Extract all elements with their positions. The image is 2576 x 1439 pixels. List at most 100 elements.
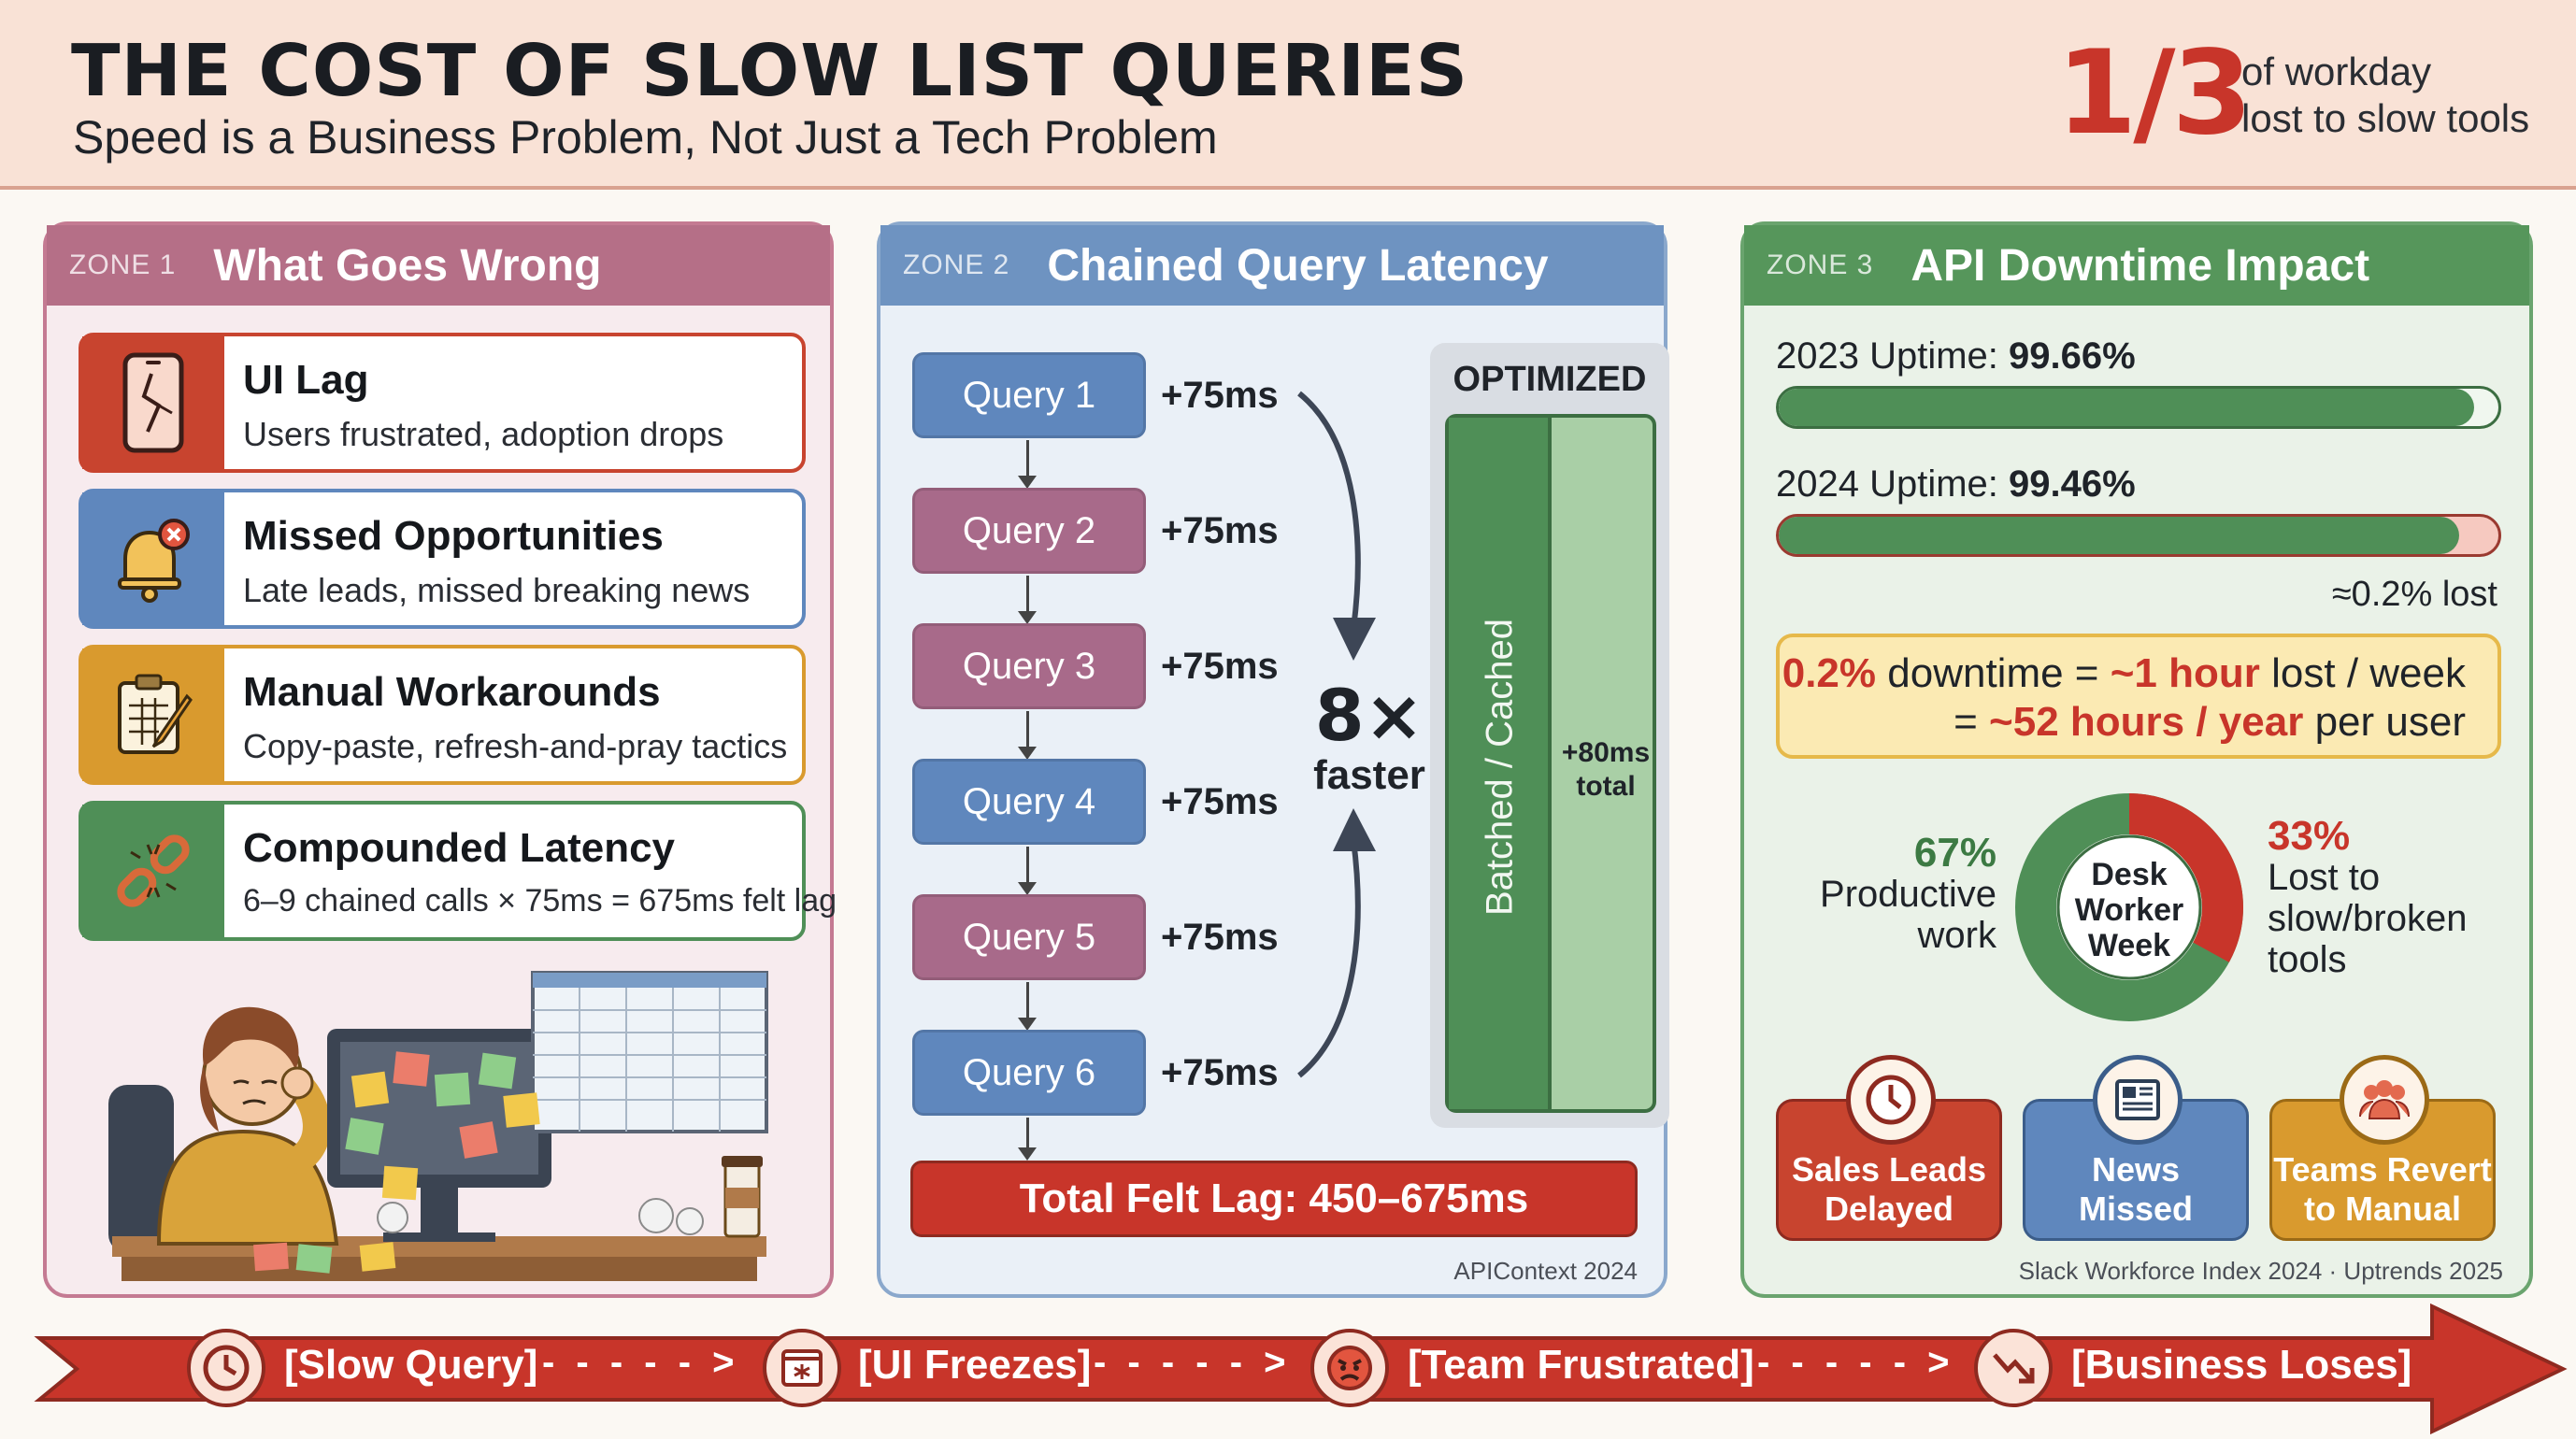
- optimized-total: total: [1576, 771, 1636, 802]
- total-felt-lag-bar: Total Felt Lag: 450–675ms: [910, 1161, 1638, 1237]
- batched-segment: [1449, 418, 1552, 1109]
- zone-tag: ZONE 1: [69, 249, 177, 280]
- trend-down-icon: [1974, 1329, 2053, 1407]
- page-subtitle: Speed is a Business Problem, Not Just a …: [73, 111, 1218, 164]
- page-title: THE COST OF SLOW LIST QUERIES: [71, 30, 1469, 113]
- workday-stat-note: of workday lost to slow tools: [2241, 50, 2530, 140]
- broken-chain-icon: [82, 805, 224, 937]
- downtime-callout: 0.2% downtime = ~1 hour lost / week = ~5…: [1776, 634, 2501, 759]
- card-missed-opportunities: Missed Opportunities Late leads, missed …: [79, 489, 806, 629]
- card-description: Copy-paste, refresh-and-pray tactics: [243, 727, 788, 765]
- query-latency: +75ms: [1161, 917, 1279, 958]
- frozen-window-icon: [763, 1329, 841, 1407]
- query-latency: +75ms: [1161, 646, 1279, 687]
- card-title: Compounded Latency: [243, 825, 676, 871]
- flow-arrow: [1018, 1118, 1037, 1161]
- clipboard-pencil-icon: [82, 648, 224, 781]
- uptime-2023-bar: [1776, 386, 2501, 429]
- flow-arrow: [1018, 440, 1037, 489]
- impact-news-missed: News Missed: [2023, 1055, 2249, 1241]
- card-title: Manual Workarounds: [243, 669, 661, 715]
- flow-arrow: - - - - - >: [1757, 1342, 1955, 1383]
- flow-step-business-loses: [Business Loses]: [2071, 1342, 2412, 1388]
- batched-label: Batched / Cached: [1479, 619, 1521, 916]
- zone-tag: ZONE 2: [903, 249, 1010, 280]
- lost-note: ≈0.2% lost: [2331, 575, 2497, 614]
- uptime-2024-bar: [1776, 514, 2501, 557]
- zone-title: What Goes Wrong: [213, 240, 602, 291]
- query-latency: +75ms: [1161, 375, 1279, 416]
- flow-step-team-frustrated: [Team Frustrated]: [1408, 1342, 1754, 1388]
- flow-arrow: [1018, 847, 1037, 895]
- query-box: Query 4: [912, 759, 1146, 845]
- source-citation: Slack Workforce Index 2024 · Uptrends 20…: [2018, 1257, 2503, 1285]
- query-box: Query 6: [912, 1030, 1146, 1116]
- query-box: Query 3: [912, 623, 1146, 709]
- zone-title: Chained Query Latency: [1047, 240, 1549, 291]
- query-box: Query 5: [912, 894, 1146, 980]
- card-ui-lag: UI Lag Users frustrated, adoption drops: [79, 333, 806, 473]
- uptime-2023-fill: [1779, 389, 2474, 426]
- flow-arrow: [1018, 576, 1037, 624]
- uptime-2024-label: 2024 Uptime: 99.46%: [1776, 463, 2136, 505]
- zone-header: ZONE 3 API Downtime Impact: [1744, 225, 2529, 306]
- zone-header: ZONE 1 What Goes Wrong: [47, 225, 830, 306]
- cracked-phone-icon: [82, 336, 224, 469]
- card-description: Late leads, missed breaking news: [243, 571, 751, 609]
- header: THE COST OF SLOW LIST QUERIES Speed is a…: [0, 0, 2576, 190]
- clock-icon: [1846, 1055, 1936, 1145]
- card-compounded-latency: Compounded Latency 6–9 chained calls × 7…: [79, 801, 837, 941]
- flow-step-slow-query: [Slow Query]: [284, 1342, 538, 1388]
- query-latency: +75ms: [1161, 781, 1279, 822]
- productive-legend: 67% Productive work: [1820, 830, 1996, 957]
- bell-alert-icon: [82, 492, 224, 625]
- query-box: Query 1: [912, 352, 1146, 438]
- source-citation: APIContext 2024: [1453, 1257, 1638, 1285]
- card-description: Users frustrated, adoption drops: [243, 415, 724, 453]
- zone-title: API Downtime Impact: [1911, 240, 2370, 291]
- optimized-ms: +80ms: [1561, 737, 1651, 768]
- card-description: 6–9 chained calls × 75ms = 675ms felt la…: [243, 883, 837, 919]
- uptime-2023-label: 2023 Uptime: 99.66%: [1776, 335, 2136, 377]
- flow-step-ui-freezes: [UI Freezes]: [858, 1342, 1092, 1388]
- impact-sales-leads: Sales Leads Delayed: [1776, 1055, 2002, 1241]
- zone-header: ZONE 2 Chained Query Latency: [880, 225, 1664, 306]
- optimized-panel: OPTIMIZED Batched / Cached +80ms total: [1430, 343, 1669, 1128]
- speedup-arrows: [1297, 391, 1376, 1078]
- card-title: UI Lag: [243, 357, 369, 403]
- donut-center-label: Desk Worker Week: [2074, 857, 2184, 963]
- zone-tag: ZONE 3: [1767, 249, 1874, 280]
- optimized-bar: Batched / Cached +80ms total: [1445, 414, 1656, 1113]
- workday-stat: 1/3: [2056, 26, 2253, 161]
- zone-chained-query-latency: ZONE 2 Chained Query Latency Query 1 +75…: [877, 221, 1669, 1298]
- card-title: Missed Opportunities: [243, 513, 664, 559]
- consequence-flow-arrow: [34, 1303, 2568, 1435]
- zone-api-downtime-impact: ZONE 3 API Downtime Impact 2023 Uptime: …: [1740, 221, 2533, 1298]
- angry-face-icon: [1310, 1329, 1389, 1407]
- optimized-label: OPTIMIZED: [1453, 360, 1647, 399]
- frustrated-worker-illustration: [108, 971, 768, 1281]
- workweek-donut: [2015, 793, 2243, 1021]
- flow-arrow: [1018, 982, 1037, 1031]
- uptime-2023-value: 99.66%: [2009, 335, 2136, 377]
- speedup-label: faster: [1313, 752, 1425, 798]
- uptime-2024-value: 99.46%: [2009, 463, 2136, 505]
- lost-legend: 33% Lost to slow/broken tools: [2268, 813, 2468, 981]
- callout-line-1: 0.2% downtime = ~1 hour lost / week: [1782, 650, 2466, 696]
- flow-arrow: - - - - - >: [542, 1342, 740, 1383]
- zone-what-goes-wrong: ZONE 1 What Goes Wrong UI Lag Users frus…: [43, 221, 837, 1298]
- donut-lost-slice: [2015, 793, 2243, 1021]
- callout-line-2: = ~52 hours / year per user: [1953, 699, 2466, 745]
- flow-arrow: [1018, 711, 1037, 760]
- query-box: Query 2: [912, 488, 1146, 574]
- impact-teams-revert: Teams Revert to Manual: [2269, 1055, 2496, 1241]
- newspaper-icon: [2093, 1055, 2182, 1145]
- query-latency: +75ms: [1161, 510, 1279, 551]
- query-latency: +75ms: [1161, 1052, 1279, 1093]
- speedup-value: 8×: [1314, 674, 1424, 757]
- flow-arrow: - - - - - >: [1094, 1342, 1292, 1383]
- team-icon: [2340, 1055, 2429, 1145]
- uptime-2024-fill: [1779, 517, 2460, 554]
- card-manual-workarounds: Manual Workarounds Copy-paste, refresh-a…: [79, 645, 806, 785]
- clock-icon: [187, 1329, 265, 1407]
